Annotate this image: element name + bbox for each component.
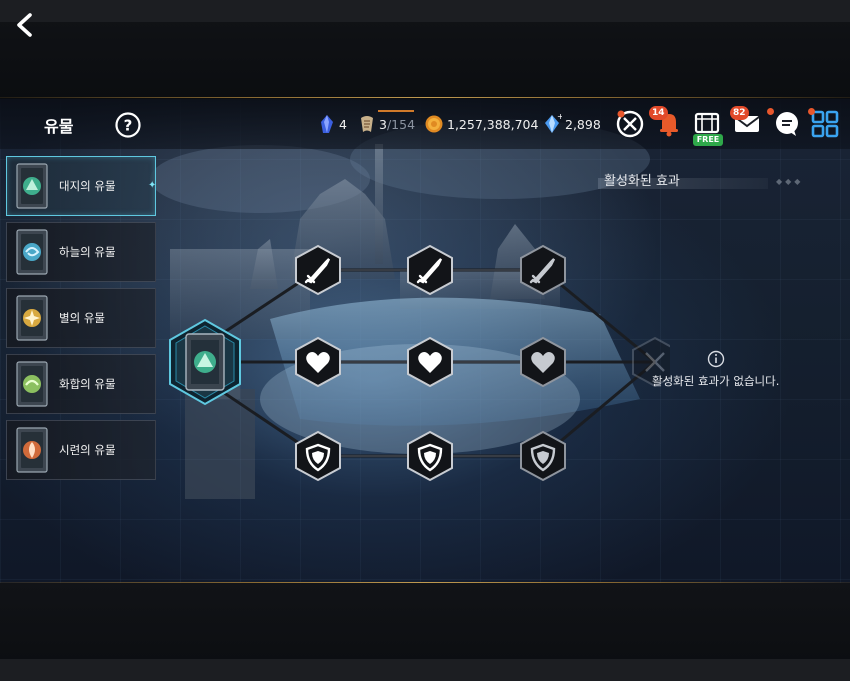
stamina-bar — [378, 110, 414, 112]
shield-icon — [417, 443, 443, 472]
mail-icon[interactable] — [730, 106, 764, 140]
page-title: 유물 — [44, 117, 74, 136]
chat-alert-dot — [767, 108, 774, 115]
blue-gem-icon: + — [545, 113, 562, 133]
sidebar-item-label: 대지의 유물 — [59, 179, 116, 193]
stamina-scroll-icon — [361, 116, 373, 132]
relic-skill-tree — [169, 244, 670, 482]
letterbox-top — [0, 0, 850, 98]
final-locked-node[interactable] — [632, 336, 670, 388]
attack-node-1[interactable] — [295, 244, 341, 296]
health-node-2[interactable] — [407, 336, 453, 388]
top-gold-divider — [0, 97, 850, 98]
sidebar-item-trial-relic[interactable]: 시련의 유물 — [6, 420, 156, 480]
letterbox-bottom — [0, 583, 850, 681]
back-arrow-icon[interactable] — [12, 12, 36, 38]
notification-badge: 14 — [649, 106, 668, 120]
shield-icon — [530, 443, 556, 472]
sword-icon — [529, 258, 556, 284]
relic-category-sidebar: 대지의 유물 ✦ 하늘의 유물 별의 유물 화합의 유물 — [6, 156, 158, 486]
no-active-effects-message: 활성화된 효과가 없습니다. — [652, 374, 780, 388]
sidebar-item-star-relic[interactable]: 별의 유물 — [6, 288, 156, 348]
gold-amount: 1,257,388,704 — [447, 116, 539, 132]
gem-amount: 2,898 — [565, 116, 601, 132]
sidebar-item-label: 하늘의 유물 — [59, 245, 116, 259]
sidebar-item-label: 별의 유물 — [59, 311, 105, 325]
gem-resource: + 2,898 — [542, 113, 601, 135]
gold-coin-icon — [425, 115, 443, 133]
shop-icon[interactable] — [690, 106, 724, 140]
sidebar-item-label: 화합의 유물 — [59, 377, 116, 391]
defense-node-1[interactable] — [295, 430, 341, 482]
crystal-resource: 4 — [318, 113, 347, 135]
earth-relic-card-icon — [16, 163, 48, 209]
blue-crystal-icon — [321, 115, 333, 133]
health-node-3[interactable] — [520, 336, 566, 388]
attack-node-2[interactable] — [407, 244, 453, 296]
trial-relic-card-icon — [16, 427, 48, 473]
sidebar-item-harmony-relic[interactable]: 화합의 유물 — [6, 354, 156, 414]
sky-relic-card-icon — [16, 229, 48, 275]
battle-pass-icon[interactable] — [613, 106, 647, 140]
stamina-current: 3 — [379, 116, 387, 132]
help-icon[interactable]: ? — [114, 111, 142, 139]
defense-node-2[interactable] — [407, 430, 453, 482]
bottom-gold-divider — [0, 582, 850, 583]
menu-grid-icon[interactable] — [808, 106, 842, 140]
svg-text:?: ? — [124, 117, 133, 135]
chat-icon[interactable] — [770, 106, 804, 140]
svg-text:+: + — [557, 113, 562, 121]
stamina-max: /154 — [386, 116, 416, 132]
sidebar-item-earth-relic[interactable]: 대지의 유물 ✦ — [6, 156, 156, 216]
sword-icon — [416, 258, 443, 284]
temple-scenery — [150, 119, 650, 499]
defense-node-3[interactable] — [520, 430, 566, 482]
heart-icon — [531, 352, 555, 373]
sidebar-item-label: 시련의 유물 — [59, 443, 116, 457]
star-relic-card-icon — [16, 295, 48, 341]
stamina-resource: 3 /154 — [358, 113, 415, 135]
info-icon — [707, 350, 725, 368]
crystal-count: 4 — [339, 116, 347, 132]
harmony-relic-card-icon — [16, 361, 48, 407]
effects-panel-title: 활성화된 효과 — [604, 174, 680, 189]
crossed-swords-icon — [645, 352, 665, 372]
effects-title-underline — [598, 178, 768, 189]
sword-icon — [304, 258, 331, 284]
gold-resource: 1,257,388,704 — [424, 113, 538, 135]
heart-icon — [306, 352, 330, 373]
sidebar-item-sky-relic[interactable]: 하늘의 유물 — [6, 222, 156, 282]
active-sparkle-icon: ✦ — [148, 180, 157, 191]
mail-badge: 82 — [730, 106, 749, 120]
attack-node-3[interactable] — [520, 244, 566, 296]
earth-relic-center-node[interactable] — [169, 318, 241, 406]
shield-icon — [305, 443, 331, 472]
health-node-1[interactable] — [295, 336, 341, 388]
menu-alert-dot — [808, 108, 815, 115]
effects-title-decoration: ◆◆◆ — [776, 177, 804, 186]
free-tag: FREE — [693, 134, 723, 146]
heart-icon — [418, 352, 442, 373]
